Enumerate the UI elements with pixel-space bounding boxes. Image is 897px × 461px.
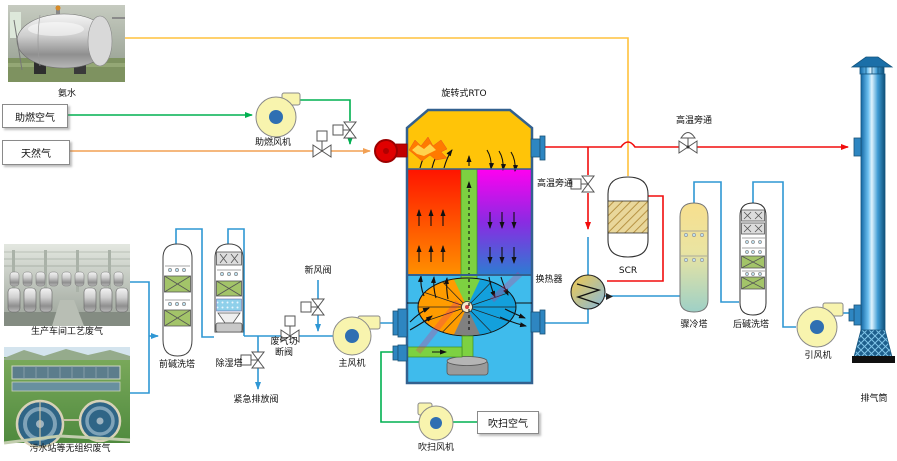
watermark-marks xyxy=(415,271,523,354)
rotary-distributor xyxy=(417,277,517,337)
label-cutoff-valve-line1: 废气切 xyxy=(270,337,298,347)
label-cutoff-valve-line2: 断阀 xyxy=(274,347,293,358)
line-combustion-air xyxy=(66,99,353,145)
label-scr: SCR xyxy=(618,266,638,276)
purge-air-box: 吹扫空气 xyxy=(477,411,539,434)
natural-gas-box: 天然气 xyxy=(2,140,70,165)
label-emergency-valve: 紧急排放阀 xyxy=(233,395,279,405)
id-fan xyxy=(796,302,844,348)
combustion-air-valve xyxy=(332,121,357,139)
purge-fan xyxy=(417,402,454,441)
label-dehumidifier: 除湿塔 xyxy=(215,359,243,369)
combustion-air-fan xyxy=(255,92,301,138)
label-workshop-gas: 生产车间工艺废气 xyxy=(30,327,104,337)
photo-sewage-plant xyxy=(3,347,131,449)
photo-workshop xyxy=(4,244,130,326)
label-heat-exchanger: 换热器 xyxy=(535,275,563,285)
exhaust-stack xyxy=(848,56,895,363)
label-combustion-fan: 助燃风机 xyxy=(254,138,292,148)
dehumidifier-tower xyxy=(214,243,244,333)
combustion-air-box: 助燃空气 xyxy=(2,104,68,128)
fresh-air-valve xyxy=(300,298,325,316)
quench-tower xyxy=(679,202,709,313)
main-fan xyxy=(332,315,381,356)
label-purge-fan: 吹扫风机 xyxy=(417,443,455,453)
pre-scrubber-tower xyxy=(162,243,193,357)
line-clean-gas xyxy=(544,141,849,282)
ht-bypass-valve-lower xyxy=(570,175,595,193)
rto-flanges xyxy=(392,135,546,362)
line-purge-air xyxy=(380,351,477,423)
label-main-fan: 主风机 xyxy=(338,359,366,369)
label-ammonia: 氨水 xyxy=(57,89,77,99)
label-fresh-air-valve: 新风阀 xyxy=(304,266,332,276)
label-ht-bypass-upper: 高温旁通 xyxy=(675,116,713,126)
line-heat-exchanger xyxy=(543,237,681,324)
scr-reactor xyxy=(607,176,649,258)
label-stack: 排气筒 xyxy=(860,394,888,404)
ht-bypass-valve-upper xyxy=(678,132,698,154)
emergency-vent-valve xyxy=(240,351,265,369)
label-pre-scrubber: 前碱洗塔 xyxy=(158,360,196,370)
label-cutoff-valve: 废气切 断阀 xyxy=(261,337,307,359)
label-ht-bypass-lower: 高温旁通 xyxy=(536,179,574,189)
photo-ammonia-tank xyxy=(8,5,125,82)
rto-unit xyxy=(374,108,546,385)
post-scrubber-tower xyxy=(739,202,767,316)
label-sewage-gas: 污水站等无组织废气 xyxy=(29,444,111,454)
valves xyxy=(240,121,698,369)
label-quench-tower: 骤冷塔 xyxy=(680,320,708,330)
waste-gas-cutoff-valve xyxy=(280,315,300,343)
natural-gas-valve xyxy=(312,130,332,158)
line-ammonia xyxy=(125,37,629,176)
label-rto-title: 旋转式RTO xyxy=(441,89,487,99)
label-id-fan: 引风机 xyxy=(804,351,832,361)
burner xyxy=(374,136,448,163)
heat-exchanger xyxy=(570,274,613,310)
label-post-scrubber: 后碱洗塔 xyxy=(732,320,770,330)
